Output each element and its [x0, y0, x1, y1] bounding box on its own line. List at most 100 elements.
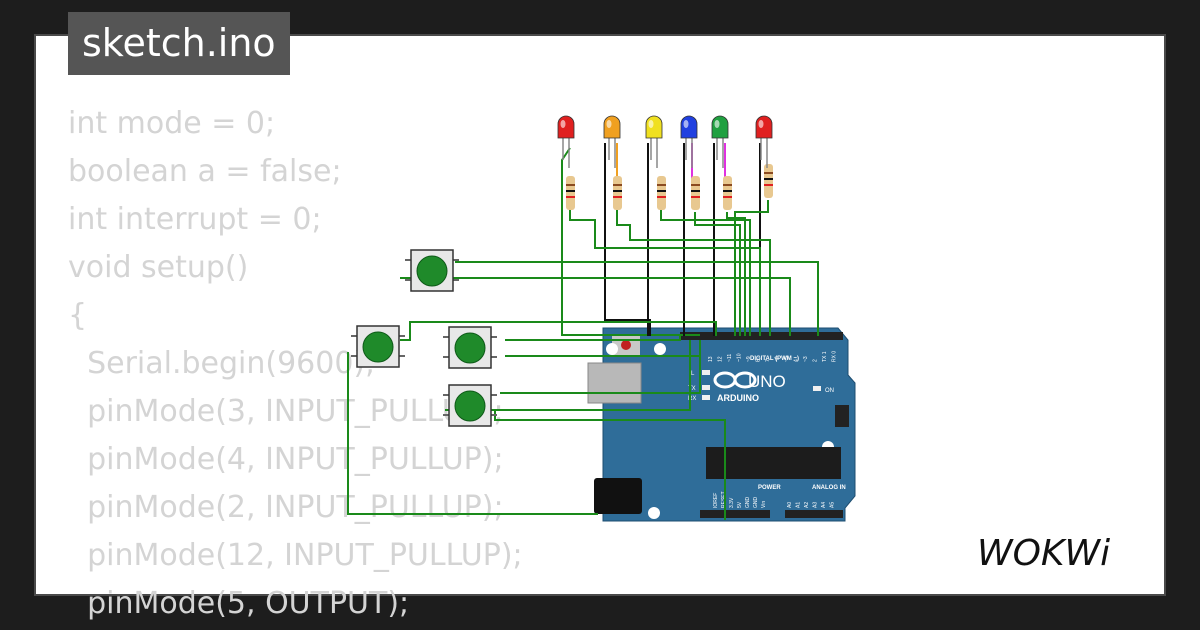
pushbutton[interactable]	[443, 384, 497, 427]
wire[interactable]	[455, 261, 819, 336]
pin-label: 5V	[737, 501, 743, 508]
power-jack	[594, 478, 642, 514]
pin-label: ~5	[784, 356, 790, 362]
wokwi-logo: WOKWi	[977, 533, 1110, 574]
pin-label: A1	[796, 502, 802, 508]
code-line: pinMode(4, INPUT_PULLUP);	[68, 442, 504, 477]
l-label: L	[691, 371, 695, 377]
pushbutton[interactable]	[443, 326, 497, 369]
resistors[interactable]	[566, 164, 773, 210]
digital-label: DIGITAL (PWM ~)	[750, 356, 799, 362]
resistor[interactable]	[566, 176, 575, 210]
code-line: pinMode(12, INPUT_PULLUP);	[68, 538, 523, 573]
pin-label: A3	[813, 502, 819, 508]
pin-label: 12	[718, 356, 724, 362]
wire[interactable]	[400, 321, 717, 341]
pin-label: ~9	[746, 356, 752, 362]
rx-label: RX	[688, 396, 696, 402]
pin-label: 7	[765, 359, 771, 362]
pushbutton[interactable]	[405, 249, 459, 292]
mount-hole	[606, 343, 618, 355]
power-label: POWER	[758, 485, 781, 491]
code-line: Serial.begin(9600);	[68, 346, 376, 381]
digital-header	[680, 332, 843, 340]
pin-label: ~11	[727, 354, 733, 362]
wire[interactable]	[616, 210, 771, 336]
mount-hole	[654, 343, 666, 355]
arduino-uno-board[interactable]: UNO ARDUINO DIGITAL (PWM ~) POWER ANALOG…	[587, 327, 856, 522]
pin-label: ~6	[775, 356, 781, 362]
wokwi-logo-text: WOKWi	[977, 533, 1110, 574]
analog-label: ANALOG IN	[812, 485, 846, 491]
l-led	[702, 370, 710, 375]
wire[interactable]	[561, 147, 700, 336]
wire[interactable]	[660, 210, 751, 336]
code-line: pinMode(2, INPUT_PULLUP);	[68, 490, 504, 525]
led-red-2[interactable]	[755, 115, 773, 168]
led-red-1[interactable]	[557, 115, 575, 168]
pushbuttons[interactable]	[351, 249, 497, 427]
wire[interactable]	[604, 143, 651, 336]
resistor[interactable]	[657, 176, 666, 210]
resistor[interactable]	[691, 176, 700, 210]
pin-label: A5	[830, 502, 836, 508]
wires[interactable]	[347, 143, 819, 520]
led-blue[interactable]	[680, 115, 698, 168]
pin-label: Vin	[761, 501, 767, 508]
code-line: boolean a = false;	[68, 154, 342, 189]
analog-header	[785, 510, 843, 518]
microcontroller-chip	[706, 447, 841, 479]
led-orange[interactable]	[603, 115, 621, 168]
pin-label: 4	[794, 359, 800, 362]
pin-label: RX 0	[832, 351, 838, 362]
resistor[interactable]	[723, 176, 732, 210]
pin-label: ~10	[737, 353, 743, 362]
pin-label: 8	[756, 359, 762, 362]
pin-label: ~3	[803, 356, 809, 362]
pin-label: GND	[745, 497, 751, 509]
pin-label: 2	[813, 359, 819, 362]
tx-led	[702, 385, 710, 390]
wire[interactable]	[569, 210, 761, 336]
code-editor[interactable]: int mode = 0; boolean a = false; int inter…	[68, 100, 523, 628]
wire[interactable]	[347, 352, 598, 515]
pin-label: GND	[753, 497, 759, 509]
file-name-tab[interactable]: sketch.ino	[68, 12, 290, 75]
leds[interactable]	[557, 115, 773, 168]
board-model-label: UNO	[748, 372, 786, 391]
code-line: int interrupt = 0;	[68, 202, 322, 237]
wire[interactable]	[734, 200, 769, 336]
wire[interactable]	[400, 277, 791, 336]
led-green[interactable]	[711, 115, 729, 168]
rx-led	[702, 395, 710, 400]
pin-label: IOREF	[713, 493, 719, 508]
pin-label: A4	[821, 502, 827, 508]
pin-label: 3.3V	[729, 497, 735, 508]
reset-button[interactable]	[621, 340, 631, 350]
pin-label: 13	[708, 356, 714, 362]
code-line: {	[68, 298, 88, 333]
code-line: int mode = 0;	[68, 106, 276, 141]
wire[interactable]	[505, 336, 681, 341]
wire[interactable]	[445, 340, 691, 411]
on-led	[813, 386, 821, 391]
wire[interactable]	[500, 340, 701, 394]
usb-port	[587, 362, 642, 404]
code-line: void setup()	[68, 250, 249, 285]
tx-label: TX	[688, 386, 696, 392]
led-yellow[interactable]	[645, 115, 663, 168]
code-line: pinMode(5, OUTPUT);	[68, 586, 410, 621]
arduino-logo-icon	[713, 371, 757, 389]
wire[interactable]	[694, 212, 741, 336]
resistor[interactable]	[613, 176, 622, 210]
pin-label: TX 1	[822, 351, 828, 362]
on-label: ON	[825, 388, 834, 394]
pushbutton[interactable]	[351, 325, 405, 368]
mount-hole	[648, 507, 660, 519]
resistor[interactable]	[764, 164, 773, 198]
icsp-header	[835, 405, 849, 427]
power-header	[700, 510, 770, 518]
